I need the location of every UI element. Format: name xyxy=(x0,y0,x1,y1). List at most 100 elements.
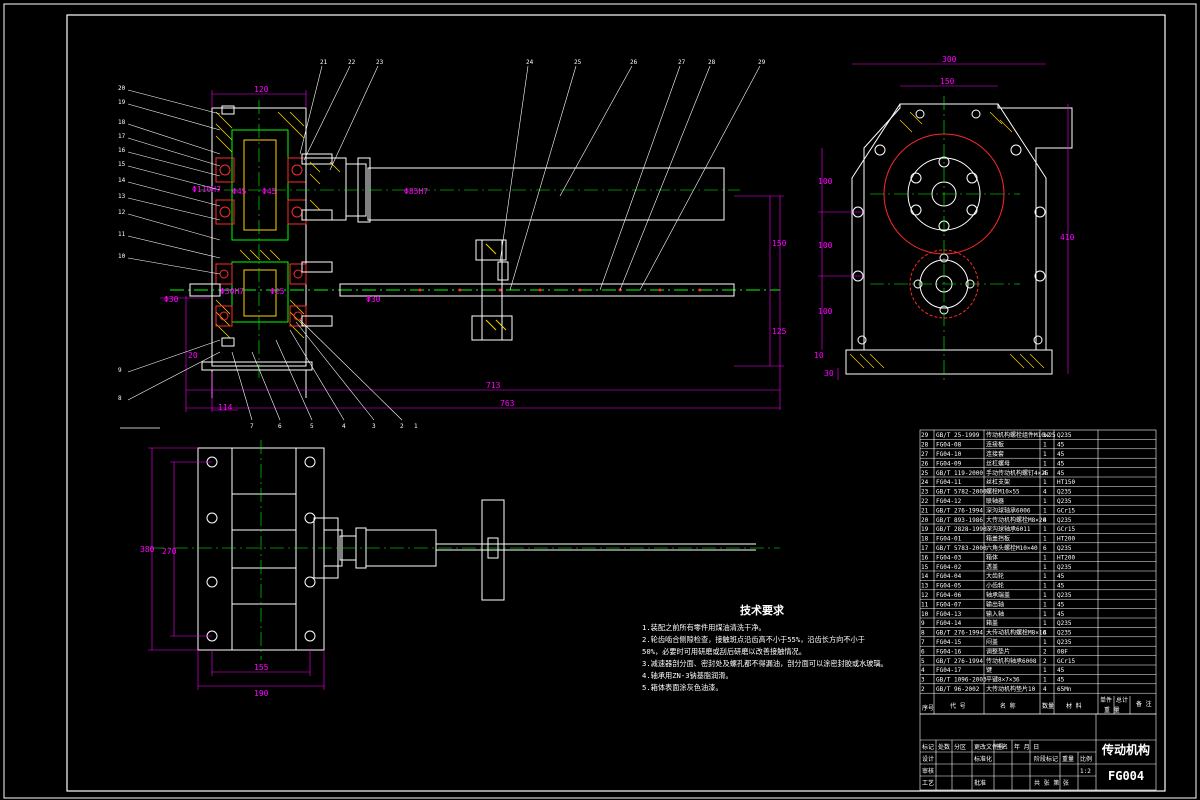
svg-text:300: 300 xyxy=(942,55,957,64)
svg-text:763: 763 xyxy=(500,399,515,408)
bom-cell: 27 xyxy=(921,451,929,458)
svg-text:1:2: 1:2 xyxy=(1080,768,1091,775)
bom-cell: 1 xyxy=(1043,554,1047,561)
svg-text:3.减速器剖分面、密封处及螺孔都不得漏油，剖分面可以涂密封胶: 3.减速器剖分面、密封处及螺孔都不得漏油，剖分面可以涂密封胶或水玻璃。 xyxy=(642,659,888,668)
side-view-dimensions xyxy=(818,63,1069,380)
svg-text:工艺: 工艺 xyxy=(922,779,934,787)
svg-text:15: 15 xyxy=(118,161,126,168)
bom-cell: GB/T 2828-1990 xyxy=(936,526,987,533)
svg-text:序号: 序号 xyxy=(922,704,934,712)
svg-text:28: 28 xyxy=(708,59,716,66)
svg-text:批准: 批准 xyxy=(974,779,986,787)
svg-text:100: 100 xyxy=(818,177,833,186)
bom-cell: 箱体 xyxy=(986,553,998,561)
bom-cell: 手动传动机构螺钉4×25 xyxy=(986,469,1049,477)
svg-text:20: 20 xyxy=(188,351,198,360)
bom-cell: 1 xyxy=(1043,564,1047,571)
bom-cell: 29 xyxy=(921,432,929,439)
svg-text:50%，必要时可用研磨或刮后研磨以改善接触情况。: 50%，必要时可用研磨或刮后研磨以改善接触情况。 xyxy=(642,647,806,656)
bom-cell: 6 xyxy=(1043,545,1047,552)
plan-view-dimensions xyxy=(148,447,325,690)
drawing-outer-border xyxy=(3,3,1197,799)
bom-cell: FG04-09 xyxy=(936,460,962,467)
svg-text:713: 713 xyxy=(486,381,501,390)
bom-cell: 输出轴 xyxy=(986,600,1004,608)
bom-cell: FG04-15 xyxy=(936,639,962,646)
bom-cell: 2 xyxy=(921,686,925,693)
bom-cell: 2 xyxy=(1043,648,1047,655)
svg-text:29: 29 xyxy=(758,59,766,66)
svg-text:代 号: 代 号 xyxy=(950,702,966,710)
bom-cell: 平键8×7×36 xyxy=(986,676,1020,684)
bom-cell: FG04-11 xyxy=(936,479,962,486)
bom-cell: 6 xyxy=(921,648,925,655)
svg-text:380: 380 xyxy=(140,545,155,554)
svg-text:Φ30: Φ30 xyxy=(366,295,381,304)
svg-text:8: 8 xyxy=(118,395,122,402)
bom-cell: 45 xyxy=(1057,611,1065,618)
svg-text:数量: 数量 xyxy=(1042,702,1054,710)
bom-cell: 11 xyxy=(921,601,929,608)
bom-cell: 丝杠螺母 xyxy=(986,459,1010,467)
bom-cell: 9 xyxy=(921,620,925,627)
svg-text:120: 120 xyxy=(254,85,269,94)
svg-text:1: 1 xyxy=(414,423,418,430)
bom-cell: 1 xyxy=(1043,601,1047,608)
bom-cell: 1 xyxy=(1043,620,1047,627)
bom-cell: GCr15 xyxy=(1057,658,1075,665)
bom-cell: FG04-17 xyxy=(936,667,962,674)
bom-cell: Q235 xyxy=(1057,432,1072,439)
bom-cell: 7 xyxy=(921,639,925,646)
bom-cell: 连接套 xyxy=(986,450,1004,458)
bom-cell: 4 xyxy=(921,667,925,674)
svg-text:备 注: 备 注 xyxy=(1136,700,1152,708)
title-block-text: 标记 处数 分区 更改文件号 签名 年 月 日 设计 标准化 审核 工艺 批准 … xyxy=(922,742,1150,787)
svg-text:比例: 比例 xyxy=(1080,755,1092,763)
bom-cell: FG04-13 xyxy=(936,611,962,618)
bom-cell: 1 xyxy=(1043,677,1047,684)
bom-cell: 16 xyxy=(921,554,929,561)
bom-cell: 1 xyxy=(1043,573,1047,580)
bom-cell: 22 xyxy=(921,498,929,505)
svg-text:155: 155 xyxy=(254,663,269,672)
bom-cell: GB/T 276-1994 xyxy=(936,507,983,514)
bom-cell: 20 xyxy=(921,517,929,524)
svg-text:重量: 重量 xyxy=(1062,755,1074,763)
bom-cell: 24 xyxy=(921,479,929,486)
svg-text:名 称: 名 称 xyxy=(1000,702,1016,710)
bom-cell: FG04-14 xyxy=(936,620,962,627)
drawing-inner-border xyxy=(66,14,1166,792)
svg-text:Φ45: Φ45 xyxy=(232,187,247,196)
bom-cell: 1 xyxy=(1043,507,1047,514)
bom-cell: 联轴器 xyxy=(986,497,1004,505)
bom-cell: GB/T 893-1986 xyxy=(936,517,983,524)
bom-cell: 12 xyxy=(921,592,929,599)
bom-cell: 传动机构螺栓组件M10×25 xyxy=(986,431,1056,439)
svg-text:Φ45: Φ45 xyxy=(262,187,277,196)
bom-cell: 4 xyxy=(1043,489,1047,496)
bom-cell: HT200 xyxy=(1057,554,1075,561)
svg-text:审核: 审核 xyxy=(922,767,934,775)
svg-text:20: 20 xyxy=(118,85,126,92)
bom-cell: 六角头螺栓M10×40 xyxy=(986,544,1038,552)
svg-text:11: 11 xyxy=(118,231,126,238)
svg-text:Φ110H7: Φ110H7 xyxy=(192,185,221,194)
bom-cell: 1 xyxy=(1043,526,1047,533)
svg-text:12: 12 xyxy=(118,209,126,216)
svg-text:Φ85H7: Φ85H7 xyxy=(404,187,428,196)
bom-cell: 18 xyxy=(921,536,929,543)
bom-cell: GB/T 96-2002 xyxy=(936,686,980,693)
plan-view-dim-text: 380 270 155 190 xyxy=(140,545,269,698)
bom-cell: FG04-12 xyxy=(936,498,962,505)
bom-cell: 键 xyxy=(986,666,992,674)
bom-cell: GB/T 1096-2003 xyxy=(936,677,987,684)
bom-cell: 8 xyxy=(921,630,925,637)
bom-cell: Q235 xyxy=(1057,630,1072,637)
svg-text:更改文件号: 更改文件号 xyxy=(974,743,1004,751)
bom-cell: 14 xyxy=(921,573,929,580)
svg-text:16: 16 xyxy=(118,147,126,154)
svg-text:21: 21 xyxy=(320,59,328,66)
bom-cell: 1 xyxy=(1043,667,1047,674)
